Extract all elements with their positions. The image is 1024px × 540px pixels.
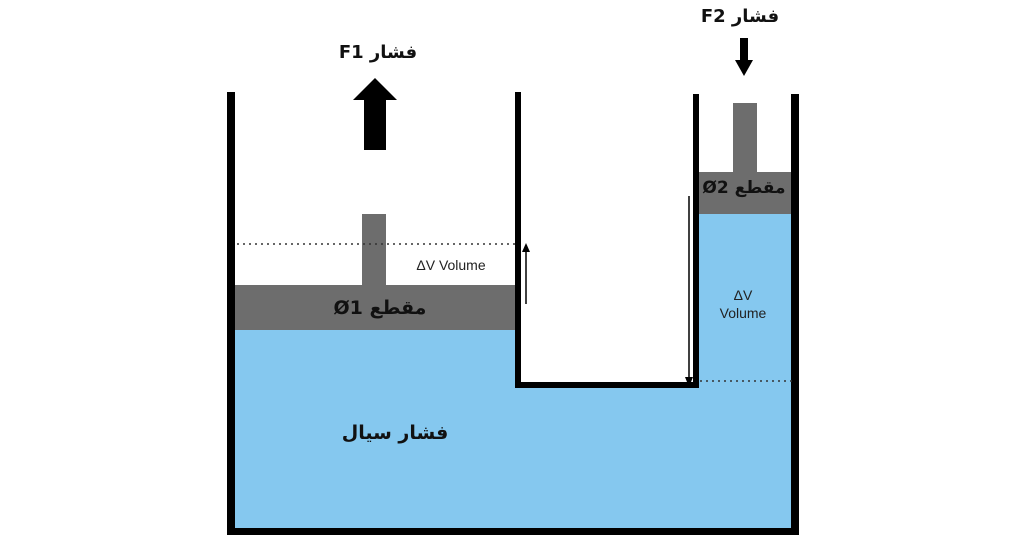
delta-volume-right-label-line-2: Volume [720, 305, 767, 321]
channel-top-wall [515, 382, 698, 388]
right-outer-wall [791, 94, 799, 535]
right-inner-wall [693, 94, 699, 388]
fluid-bottom-channel [515, 386, 795, 529]
section-2-label: مقطع Ø2 [702, 178, 785, 198]
delta-volume-right-label-line-1: ΔV [734, 287, 753, 303]
force-2-label: فشار F2 [701, 6, 779, 27]
left-outer-wall [227, 92, 235, 534]
container-walls [227, 92, 799, 535]
piston-1-rod [362, 214, 386, 286]
bottom-wall [227, 528, 799, 535]
arrow-up-icon [353, 78, 397, 150]
displacement-arrow-up [522, 243, 530, 304]
piston-1-head [235, 285, 516, 330]
fluid-left-chamber [233, 329, 517, 529]
piston-2-rod [733, 103, 757, 173]
piston-2-head [699, 172, 791, 214]
section-1-label: مقطع Ø1 [334, 297, 427, 319]
displacement-arrow-down [685, 196, 693, 387]
delta-volume-left-label: ΔV Volume [416, 257, 485, 273]
arrow-down-icon [735, 38, 753, 76]
left-inner-wall [515, 92, 521, 386]
force-1-label: فشار F1 [339, 42, 417, 63]
fluid-right-chamber [697, 213, 795, 389]
fluid-pressure-label: فشار سیال [342, 422, 449, 444]
